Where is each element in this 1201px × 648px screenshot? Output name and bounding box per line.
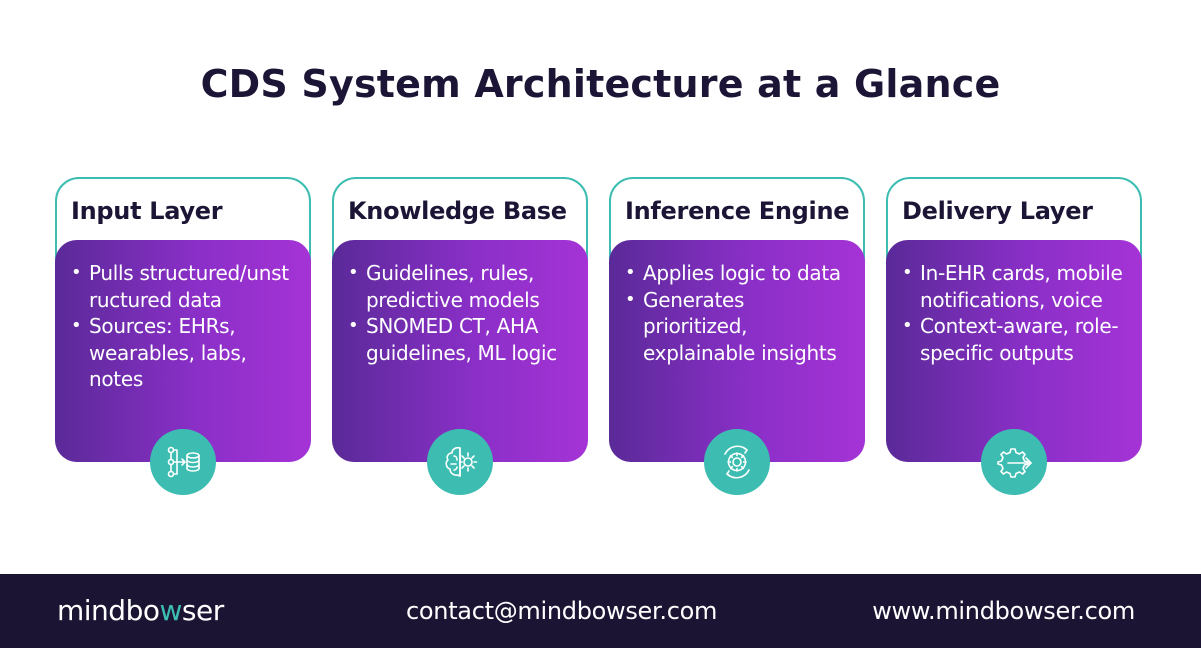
card-input-layer: Input Layer Pulls structured/unst ructur… — [55, 177, 311, 497]
bullet-list: Guidelines, rules, predictive models SNO… — [348, 260, 576, 366]
card-heading: Inference Engine — [625, 197, 850, 225]
card-body: Guidelines, rules, predictive models SNO… — [332, 240, 588, 462]
website-link[interactable]: www.mindbowser.com — [872, 597, 1135, 625]
gear-cycle-icon — [704, 429, 770, 495]
card-body: Pulls structured/unst ructured data Sour… — [55, 240, 311, 462]
bullet-item: Context-aware, role-specific outputs — [902, 313, 1130, 366]
bullet-item: Applies logic to data — [625, 260, 853, 287]
bullet-item: SNOMED CT, AHA guidelines, ML logic — [348, 313, 576, 366]
card-heading: Knowledge Base — [348, 197, 567, 225]
bullet-list: Applies logic to data Generates prioriti… — [625, 260, 853, 366]
bullet-item: Sources: EHRs, wearables, labs, notes — [71, 313, 299, 393]
card-inference-engine: Inference Engine Applies logic to data G… — [609, 177, 865, 497]
data-flow-database-icon — [150, 429, 216, 495]
card-delivery-layer: Delivery Layer In-EHR cards, mobile noti… — [886, 177, 1142, 497]
card-body: In-EHR cards, mobile notifications, voic… — [886, 240, 1142, 462]
footer-bar: mindbowser contact@mindbowser.com www.mi… — [0, 574, 1201, 648]
gear-arrow-icon — [981, 429, 1047, 495]
contact-email[interactable]: contact@mindbowser.com — [406, 597, 718, 625]
bullet-item: Guidelines, rules, predictive models — [348, 260, 576, 313]
bullet-list: In-EHR cards, mobile notifications, voic… — [902, 260, 1130, 366]
page-title: CDS System Architecture at a Glance — [200, 62, 1001, 106]
card-heading: Input Layer — [71, 197, 223, 225]
brand-logo: mindbowser — [57, 594, 224, 627]
bullet-item: Pulls structured/unst ructured data — [71, 260, 299, 313]
card-body: Applies logic to data Generates prioriti… — [609, 240, 865, 462]
bullet-list: Pulls structured/unst ructured data Sour… — [71, 260, 299, 393]
card-heading: Delivery Layer — [902, 197, 1093, 225]
brain-gear-icon — [427, 429, 493, 495]
bullet-item: Generates prioritized, explainable insig… — [625, 287, 853, 367]
card-knowledge-base: Knowledge Base Guidelines, rules, predic… — [332, 177, 588, 497]
bullet-item: In-EHR cards, mobile notifications, voic… — [902, 260, 1130, 313]
